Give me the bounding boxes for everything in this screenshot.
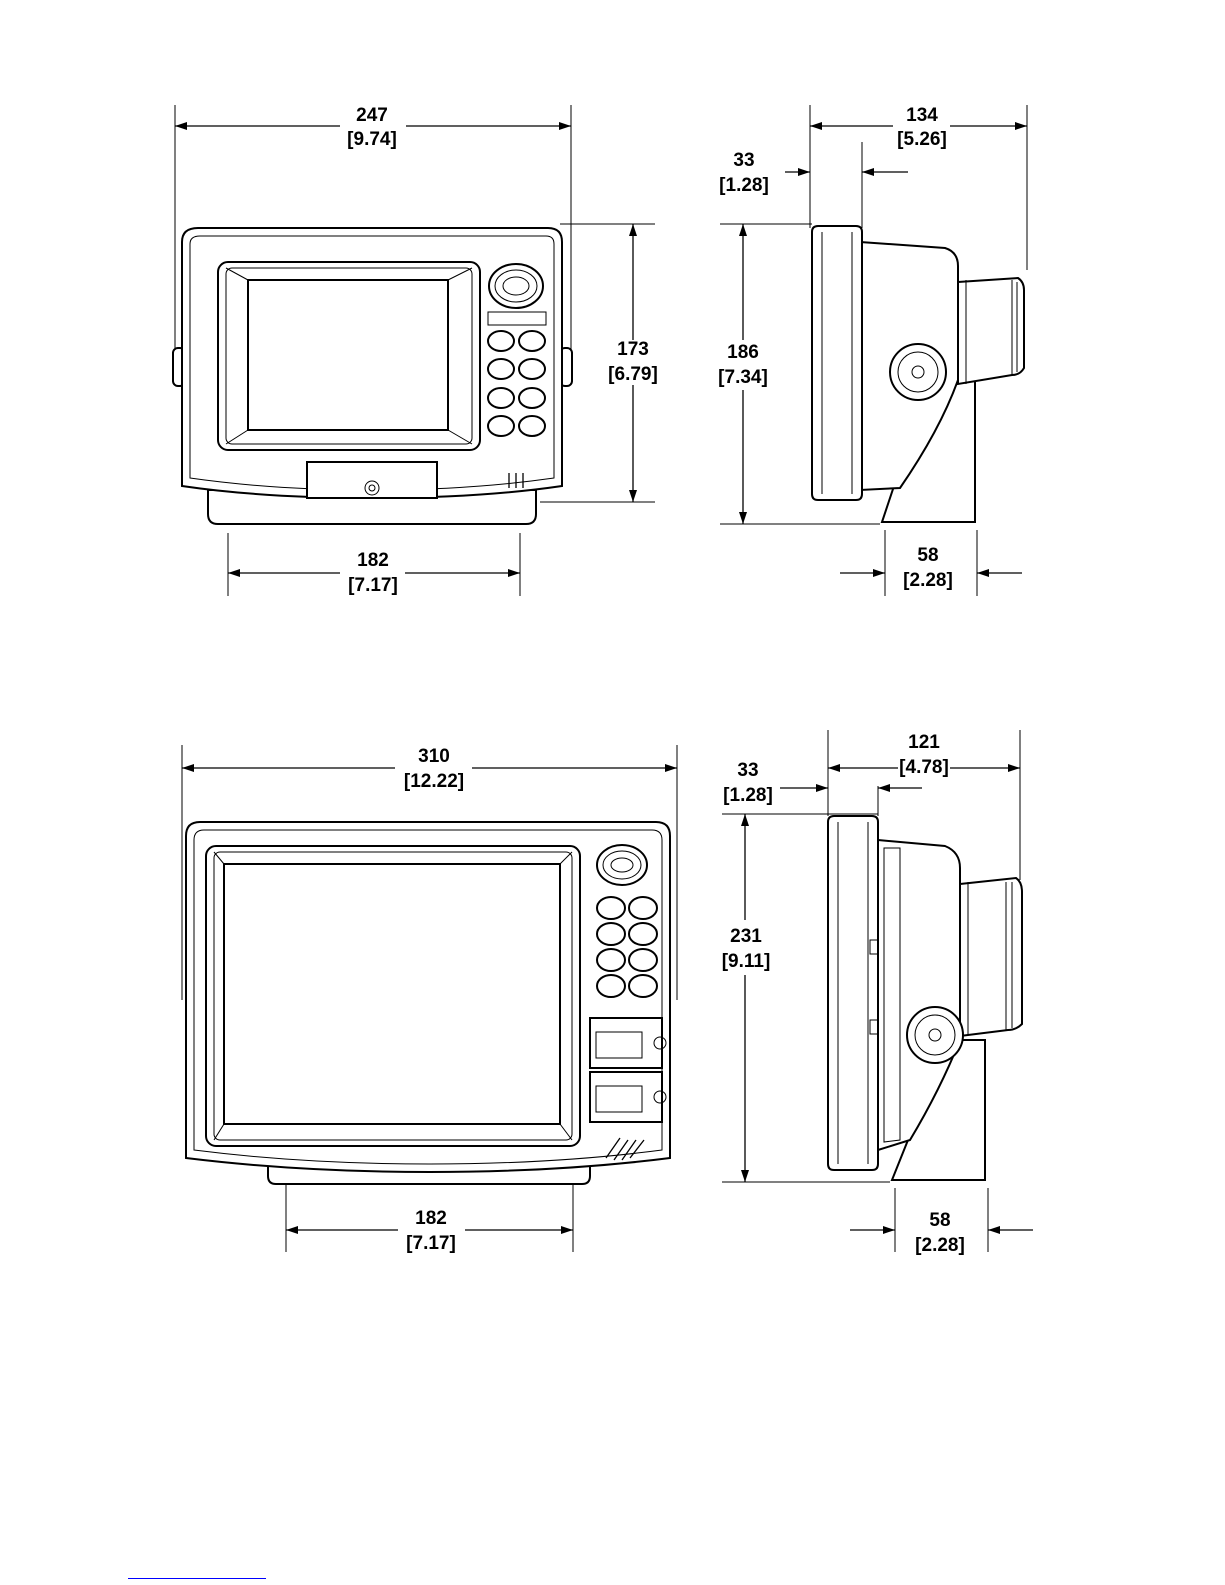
dim-large-front-width-in: [12.22] [404,771,464,792]
dim-small-front-width-mm: 247 [356,105,388,126]
dim-small-side-depth-in: [5.26] [897,129,947,150]
large-front-view [182,745,677,1252]
small-front-view [173,105,655,596]
dim-small-front-height-mm: 173 [617,339,649,360]
dim-small-side-bezel-mm: 33 [733,150,754,171]
dim-small-side-height-in: [7.34] [718,367,768,388]
dim-small-bracket-width-mm: 182 [357,550,389,571]
dim-large-side-bezel-in: [1.28] [723,785,773,806]
dim-large-side-depth-mm: 121 [908,732,940,753]
dim-large-side-base-mm: 58 [929,1210,950,1231]
footer-rule [128,1578,266,1579]
dim-large-bracket-width-mm: 182 [415,1208,447,1229]
dim-small-bracket-width-in: [7.17] [348,575,398,596]
large-side-view [722,730,1033,1252]
dim-large-bracket-width-in: [7.17] [406,1233,456,1254]
dim-small-front-width-in: [9.74] [347,129,397,150]
dim-small-side-base-mm: 58 [917,545,938,566]
dim-large-side-bezel-mm: 33 [737,760,758,781]
dim-small-side-height-mm: 186 [727,342,759,363]
dim-small-front-height-in: [6.79] [608,364,658,385]
dim-large-side-base-in: [2.28] [915,1235,965,1256]
dim-large-side-depth-in: [4.78] [899,757,949,778]
dim-small-side-depth-mm: 134 [906,105,938,126]
dim-small-side-bezel-in: [1.28] [719,175,769,196]
dim-small-side-base-in: [2.28] [903,570,953,591]
dim-large-side-height-in: [9.11] [722,951,771,972]
dim-large-side-height-mm: 231 [730,926,762,947]
dim-large-front-width-mm: 310 [418,746,450,767]
